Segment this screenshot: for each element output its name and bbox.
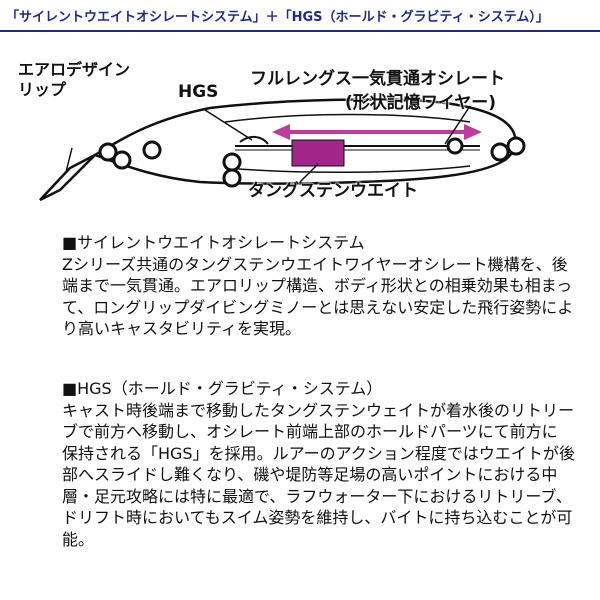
oscillate-leader-line bbox=[444, 105, 471, 145]
section-body: Zシリーズ共通のタングステンウエイトワイヤーオシレート機構を、後端まで一気貫通。… bbox=[62, 254, 574, 339]
hgs-label: HGS bbox=[178, 82, 219, 102]
oscillate-sublabel: (形状記憶ワイヤー) bbox=[345, 93, 497, 113]
section-silent-weight: ■サイレントウエイトオシレートシステム Zシリーズ共通のタングステンウエイトワイ… bbox=[62, 232, 582, 340]
tungsten-leader-line bbox=[299, 163, 319, 183]
oscillate-label: フルレングス一気貫通オシレート bbox=[250, 69, 505, 89]
slide-arrow-head-left bbox=[272, 124, 290, 140]
lure-lip bbox=[39, 153, 96, 202]
section-heading: ■HGS（ホールド・グラビティ・システム） bbox=[62, 379, 383, 398]
lip-label-text: エアロデザイン リップ bbox=[18, 60, 131, 99]
lure-illustration bbox=[39, 98, 526, 202]
section-hgs: ■HGS（ホールド・グラビティ・システム） キャスト時後端まで移動したタングステ… bbox=[62, 378, 582, 550]
lure-diagram bbox=[0, 50, 600, 230]
page-title: 「サイレントウエイトオシレートシステム」＋「HGS（ホールド・グラビティ・システ… bbox=[6, 10, 549, 25]
belly-hook-eye bbox=[142, 140, 242, 188]
lip-label: エアロデザイン リップ bbox=[18, 60, 130, 100]
section-body: キャスト時後端まで移動したタングステンウェイトが着水後のリトリーブで前方へ移動し… bbox=[62, 400, 575, 549]
tungsten-weight bbox=[291, 139, 345, 167]
hgs-hold-part bbox=[239, 136, 269, 145]
rear-hook-eye bbox=[446, 136, 526, 162]
hgs-leader-line bbox=[204, 109, 253, 141]
lure-inner-line bbox=[224, 113, 471, 123]
tungsten-label: タングステンウエイト bbox=[248, 181, 418, 201]
slide-arrow-head-right bbox=[464, 124, 482, 140]
lip-leader-line bbox=[65, 147, 73, 173]
lure-inner-line bbox=[224, 165, 471, 174]
front-hook-eye bbox=[98, 142, 132, 170]
section-heading: ■サイレントウエイトオシレートシステム bbox=[62, 233, 365, 252]
title-divider bbox=[0, 30, 600, 32]
